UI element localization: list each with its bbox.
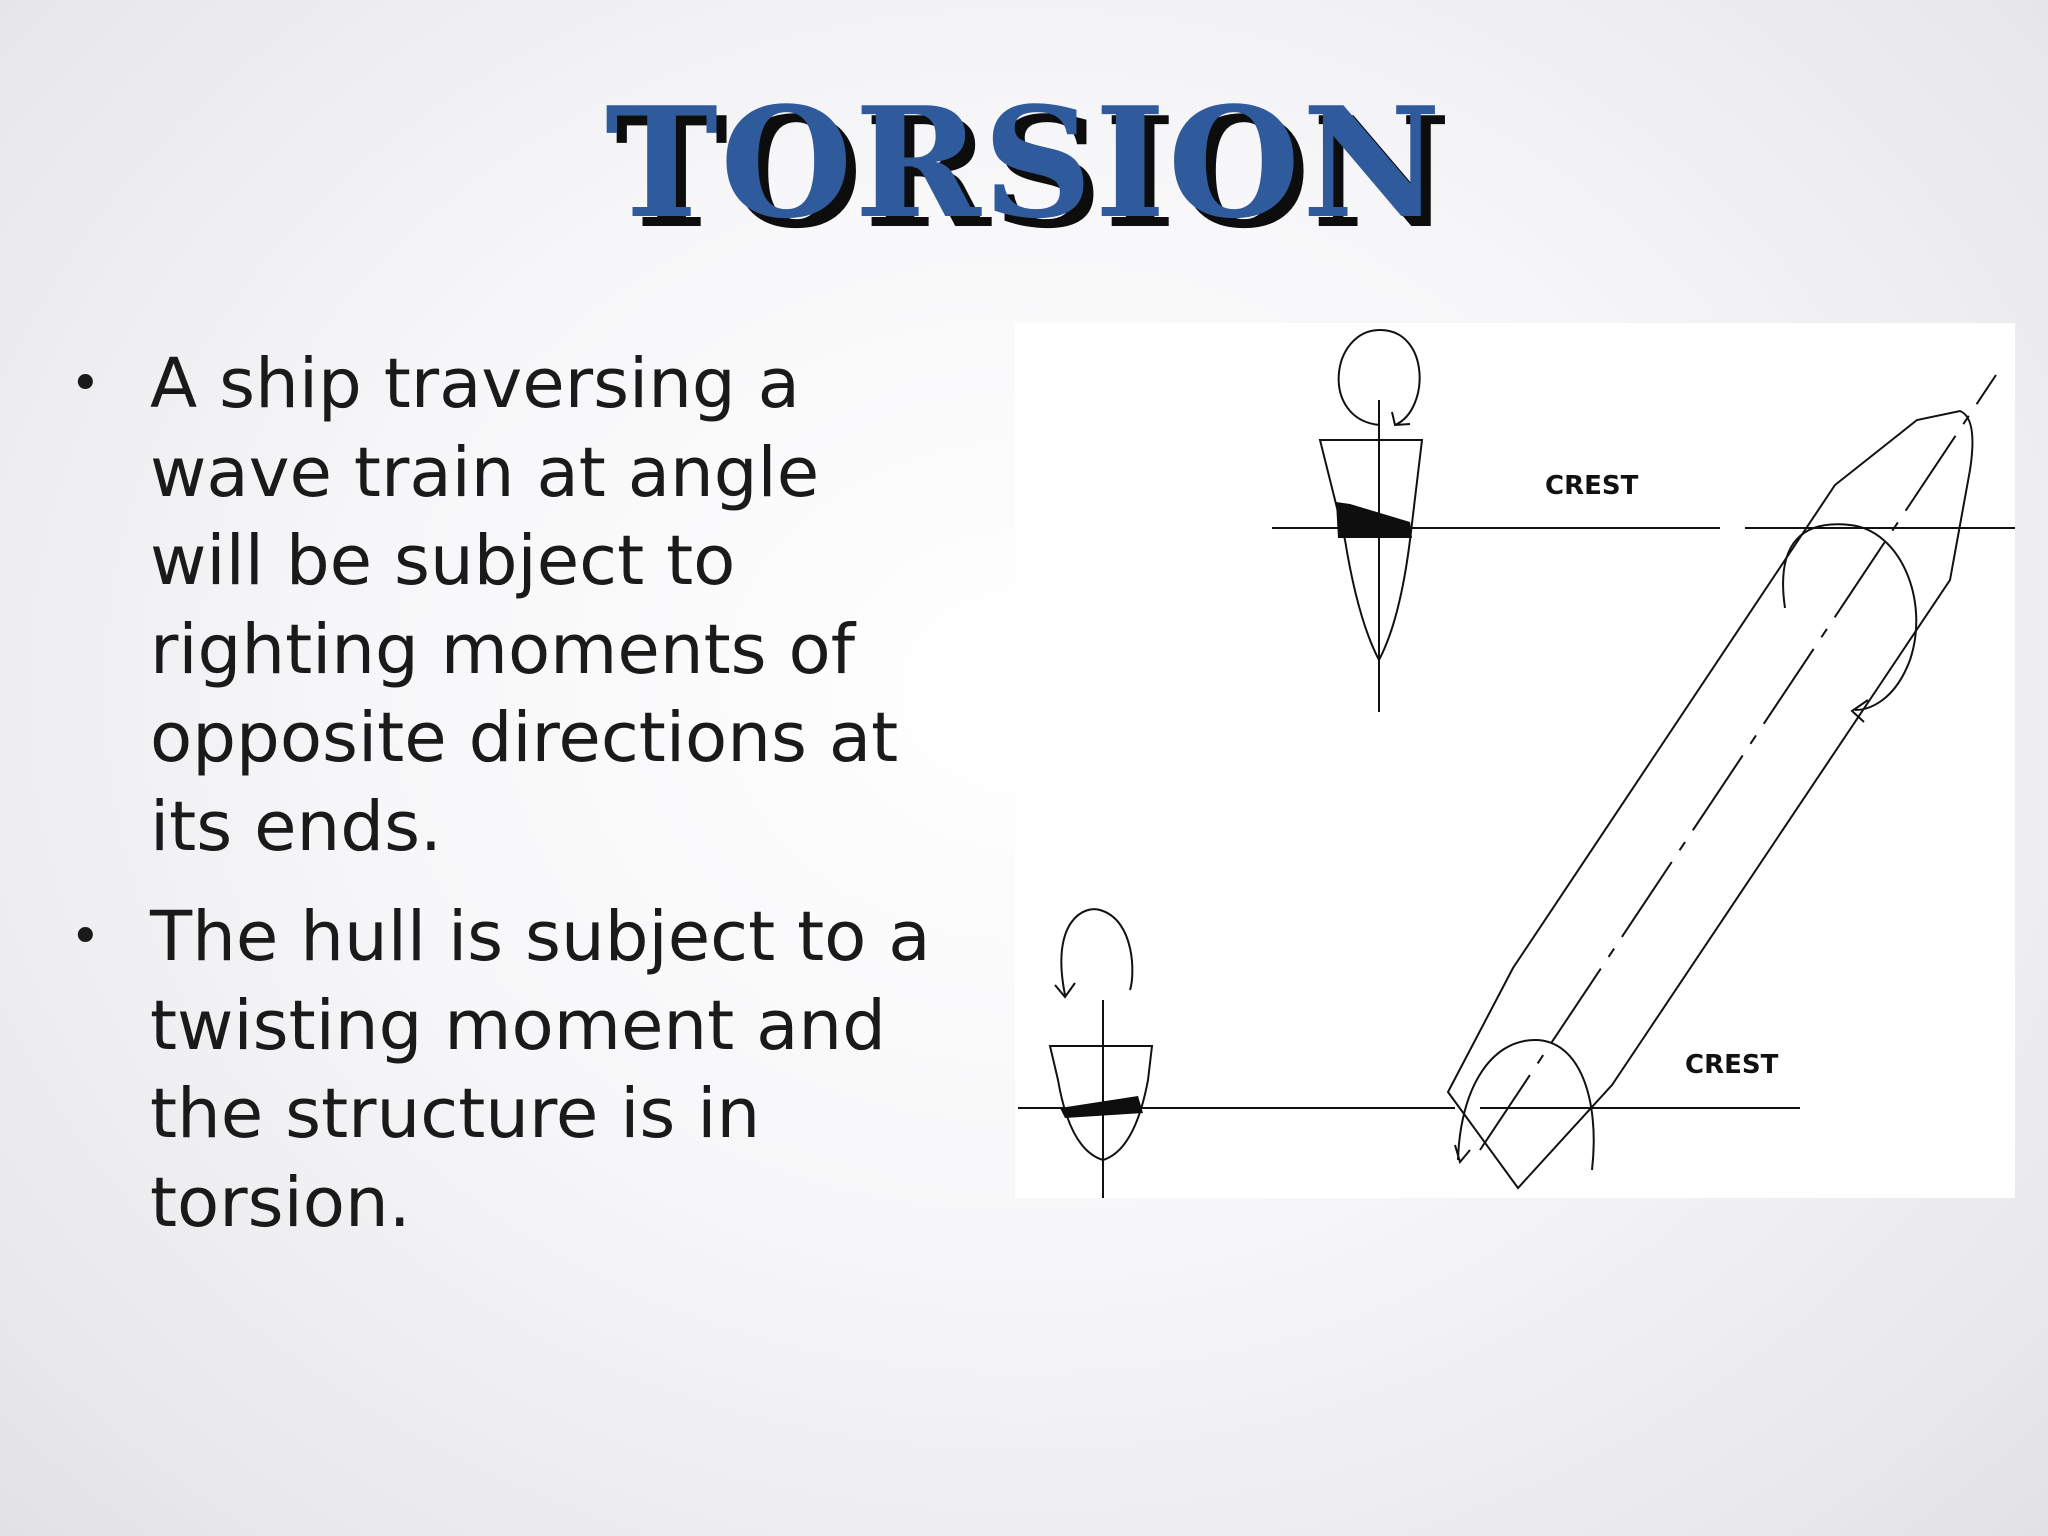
bullet-text: The hull is subject to a twisting moment… [150,897,931,1243]
bullet-icon: • [70,907,101,967]
aft-twist-arrow [1457,1038,1595,1171]
aft-twist-arrowhead [1454,1144,1471,1165]
slide-title: TORSION [604,73,1444,252]
ship-hull-outline [1446,409,1974,1190]
forward-twist-arrowhead [1850,699,1869,723]
bottom-rotation-arrow [1060,908,1134,996]
forward-twist-arrow [1782,523,1918,711]
bullet-item: • A ship traversing a wave train at angl… [70,340,950,871]
crest-label-bottom: CREST [1685,1050,1779,1080]
bottom-rotation-arrowhead [1054,982,1076,999]
top-wetted-region [1336,502,1412,538]
crest-label-top: CREST [1545,471,1639,501]
top-rotation-arrowhead [1391,411,1411,427]
torsion-diagram [1015,323,2015,1198]
ship-centerline [1479,374,1997,1151]
bullet-icon: • [70,354,101,414]
top-cross-section [1318,439,1424,663]
top-rotation-arrow [1337,328,1421,426]
bullet-list: • A ship traversing a wave train at angl… [70,340,950,1269]
bottom-wetted-region [1060,1096,1143,1118]
bullet-item: • The hull is subject to a twisting mome… [70,893,950,1247]
bullet-text: A ship traversing a wave train at angle … [150,344,899,867]
